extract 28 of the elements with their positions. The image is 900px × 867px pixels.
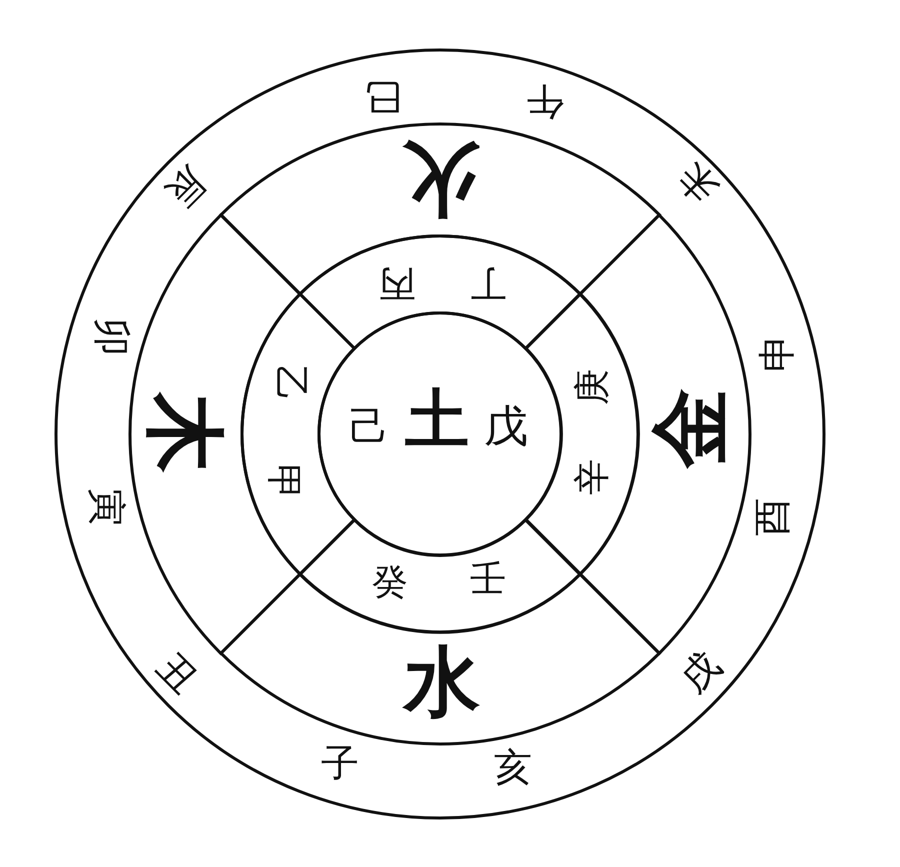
sector-label: 壬 xyxy=(470,562,506,598)
outer-ring xyxy=(53,47,827,821)
center-label: 己 xyxy=(349,407,389,447)
sector-label: 木 xyxy=(145,392,225,473)
ring-label: 未 xyxy=(671,156,725,210)
sector-label: 丙 xyxy=(378,265,415,301)
ring-label: 子 xyxy=(321,744,359,782)
sector-label: 水 xyxy=(404,644,480,720)
ring-label: 亥 xyxy=(494,748,532,786)
sector-label: 庚 xyxy=(574,368,611,405)
ring-label: 寅 xyxy=(88,488,126,526)
ring-label: 午 xyxy=(526,83,564,121)
ring-label: 丑 xyxy=(150,646,204,700)
sector-label: 辛 xyxy=(574,458,611,495)
ring-label: 巳 xyxy=(364,78,402,116)
sector-label: 乙 xyxy=(272,364,308,401)
sector-label: 火 xyxy=(402,140,482,220)
center-label: 土 xyxy=(405,388,469,452)
ring-label: 辰 xyxy=(160,160,214,214)
sector-label: 金 xyxy=(650,388,730,468)
ring-label: 卯 xyxy=(93,318,131,356)
ring-label: 戌 xyxy=(673,645,727,699)
sector-label: 甲 xyxy=(265,464,301,500)
sector-label: 丁 xyxy=(470,265,506,301)
center-label: 戊 xyxy=(484,405,528,449)
sector-label: 癸 xyxy=(372,564,408,601)
ring-label: 申 xyxy=(758,334,796,372)
ring-label: 酉 xyxy=(753,498,791,536)
